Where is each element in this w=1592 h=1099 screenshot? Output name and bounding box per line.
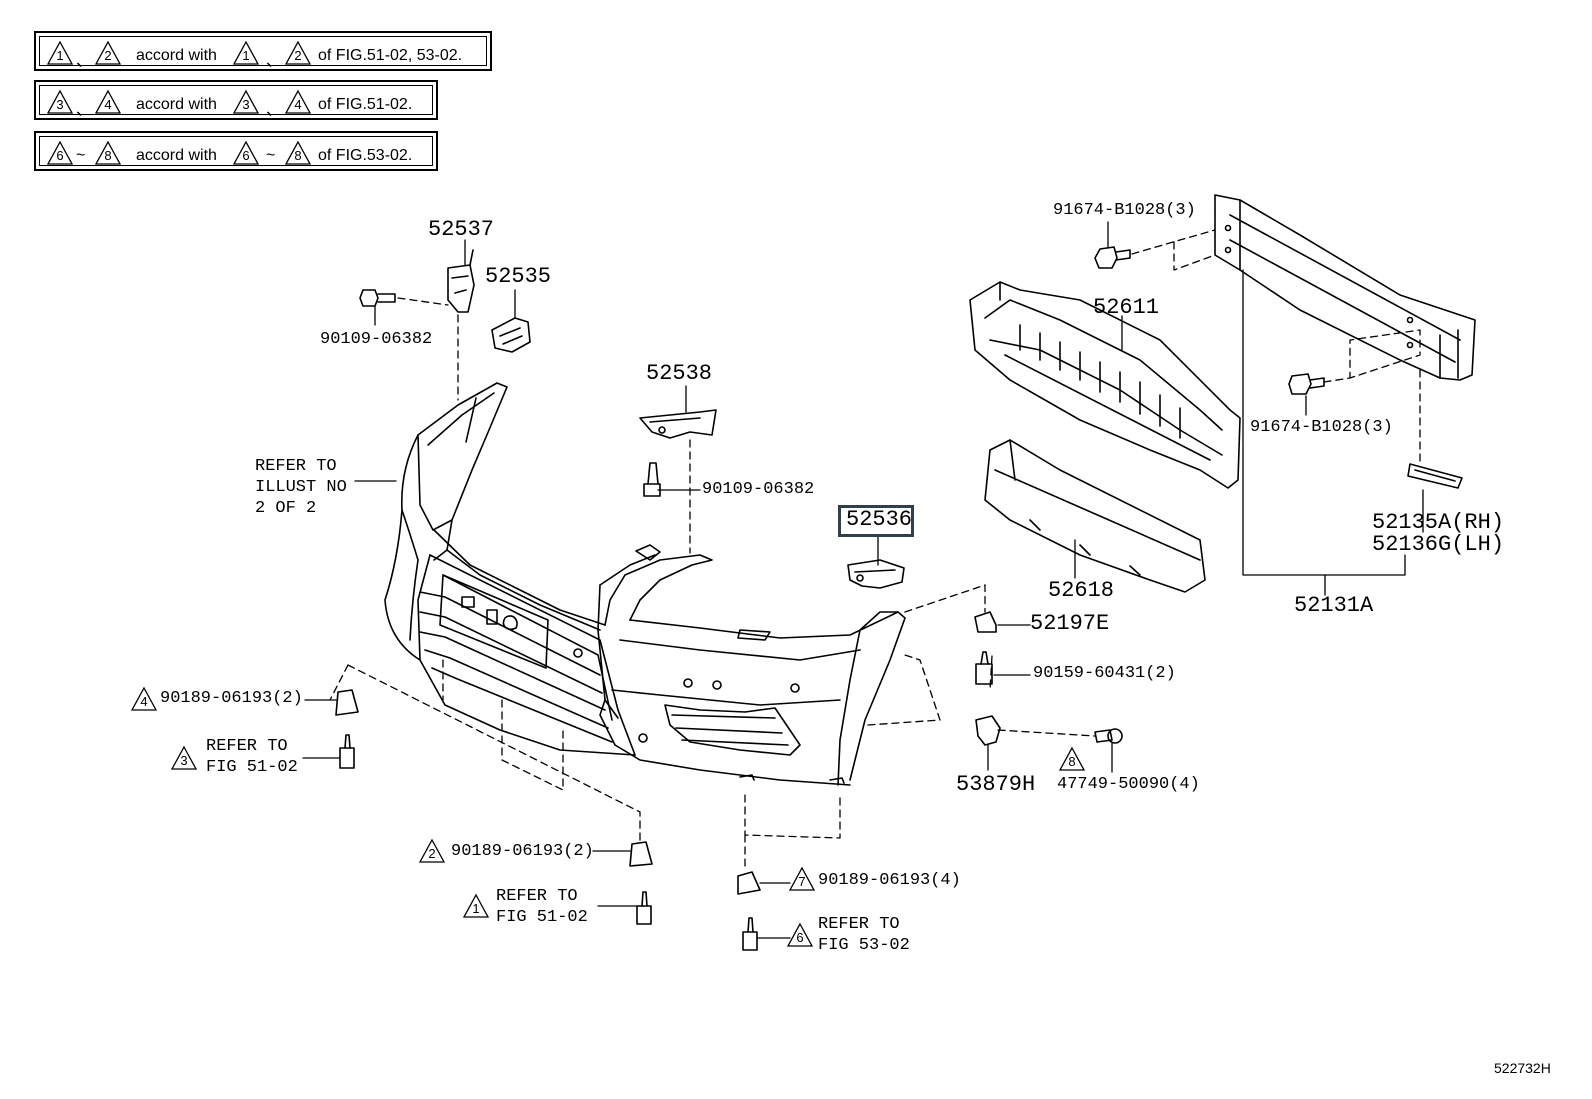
- warning-triangle-icon: 6: [46, 140, 74, 166]
- guide-lines: [329, 229, 1421, 871]
- part-label-52535[interactable]: 52535: [485, 264, 552, 289]
- warning-triangle-icon: 1: [46, 40, 74, 66]
- bolt-refer6: [742, 917, 758, 951]
- part-label-53879h[interactable]: 53879H: [956, 772, 1036, 797]
- lower-absorber-52618: [984, 439, 1206, 593]
- legend-row-1: 1 、 2 accord with 1 、 2 of FIG.51-02, 53…: [34, 31, 492, 71]
- bracket-52537: [447, 249, 475, 313]
- marker-triangle-4-icon: 4: [130, 686, 158, 712]
- legend-reference: of FIG.53-02.: [318, 147, 413, 164]
- highlighted-part-frame: [838, 505, 914, 537]
- part-label-52536[interactable]: 52536: [846, 507, 913, 532]
- separator: 、: [76, 102, 93, 119]
- part-label-91674-b1028-mid[interactable]: 91674-B1028(3): [1250, 418, 1393, 437]
- clip-53879h: [975, 715, 1001, 746]
- part-label-52537[interactable]: 52537: [428, 217, 495, 242]
- bolt-90109-center: [643, 462, 661, 497]
- separator: 、: [76, 53, 93, 70]
- legend-row-3: 6 ~ 8 accord with 6 ~ 8 of FIG.53-02.: [34, 131, 438, 171]
- marker-triangle-6-icon: 6: [786, 922, 814, 948]
- bracket-52536: [847, 559, 905, 589]
- warning-triangle-icon: 4: [284, 89, 312, 115]
- reinforcement-52131a: [1214, 194, 1476, 381]
- bracket-52535: [491, 317, 531, 353]
- legend-text: accord with: [136, 147, 217, 164]
- warning-triangle-icon: 1: [232, 40, 260, 66]
- part-label-90189-06193-m7[interactable]: 90189-06193(4): [818, 871, 961, 890]
- part-label-52136g-lh[interactable]: 52136G(LH): [1372, 532, 1505, 557]
- clip-90189-m4: [335, 689, 359, 716]
- part-label-90109-06382-center[interactable]: 90109-06382: [702, 480, 815, 499]
- part-label-90189-06193-m2[interactable]: 90189-06193(2): [451, 842, 594, 861]
- legend-reference: of FIG.51-02, 53-02.: [318, 47, 463, 64]
- bracket-52538: [639, 409, 717, 439]
- bolt-refer1: [636, 891, 652, 925]
- illustration-code: 522732H: [1494, 1060, 1551, 1076]
- legend-reference: of FIG.51-02.: [318, 96, 413, 113]
- bumper-cover: [384, 382, 906, 786]
- bolt-91674-top: [1094, 246, 1131, 269]
- bolt-91674-mid: [1288, 373, 1325, 395]
- part-label-52135a-rh[interactable]: 52135A(RH): [1372, 510, 1505, 535]
- part-label-52197e[interactable]: 52197E: [1030, 611, 1110, 636]
- absorber-52611: [969, 281, 1241, 489]
- marker-triangle-1-icon: 1: [462, 893, 490, 919]
- bolt-refer3: [339, 734, 355, 769]
- leader-lines: [302, 221, 1424, 939]
- warning-triangle-icon: 2: [284, 40, 312, 66]
- separator: ~: [266, 147, 276, 164]
- bolt-90109-left: [359, 289, 396, 307]
- warning-triangle-icon: 3: [46, 89, 74, 115]
- marker-triangle-3-icon: 3: [170, 745, 198, 771]
- legend-text: accord with: [136, 96, 217, 113]
- bracket-52135a: [1407, 463, 1463, 489]
- warning-triangle-icon: 6: [232, 140, 260, 166]
- legend-text: accord with: [136, 47, 217, 64]
- part-label-90189-06193-m4[interactable]: 90189-06193(2): [160, 689, 303, 708]
- marker-triangle-8-icon: 8: [1058, 746, 1086, 772]
- separator: ~: [76, 147, 86, 164]
- warning-triangle-icon: 8: [284, 140, 312, 166]
- warning-triangle-icon: 4: [94, 89, 122, 115]
- bolt-90159: [975, 651, 993, 685]
- warning-triangle-icon: 3: [232, 89, 260, 115]
- marker-triangle-7-icon: 7: [788, 866, 816, 892]
- warning-triangle-icon: 2: [94, 40, 122, 66]
- part-label-52618[interactable]: 52618: [1048, 578, 1115, 603]
- screw-47749: [1094, 728, 1123, 744]
- warning-triangle-icon: 8: [94, 140, 122, 166]
- legend-row-2: 3 、 4 accord with 3 、 4 of FIG.51-02.: [34, 80, 438, 120]
- part-label-90109-06382-left[interactable]: 90109-06382: [320, 330, 433, 349]
- separator: 、: [266, 53, 283, 70]
- part-label-90159-60431[interactable]: 90159-60431(2): [1033, 664, 1176, 683]
- part-label-52611[interactable]: 52611: [1093, 295, 1160, 320]
- part-label-52538[interactable]: 52538: [646, 361, 713, 386]
- part-label-52131a[interactable]: 52131A: [1294, 593, 1374, 618]
- part-label-47749-50090[interactable]: 47749-50090(4): [1057, 775, 1200, 794]
- separator: 、: [266, 102, 283, 119]
- part-label-91674-b1028-top[interactable]: 91674-B1028(3): [1053, 201, 1196, 220]
- clip-90189-m2: [629, 841, 653, 867]
- marker-triangle-2-icon: 2: [418, 838, 446, 864]
- clip-52197e: [974, 611, 997, 633]
- clip-90189-m7: [737, 871, 761, 895]
